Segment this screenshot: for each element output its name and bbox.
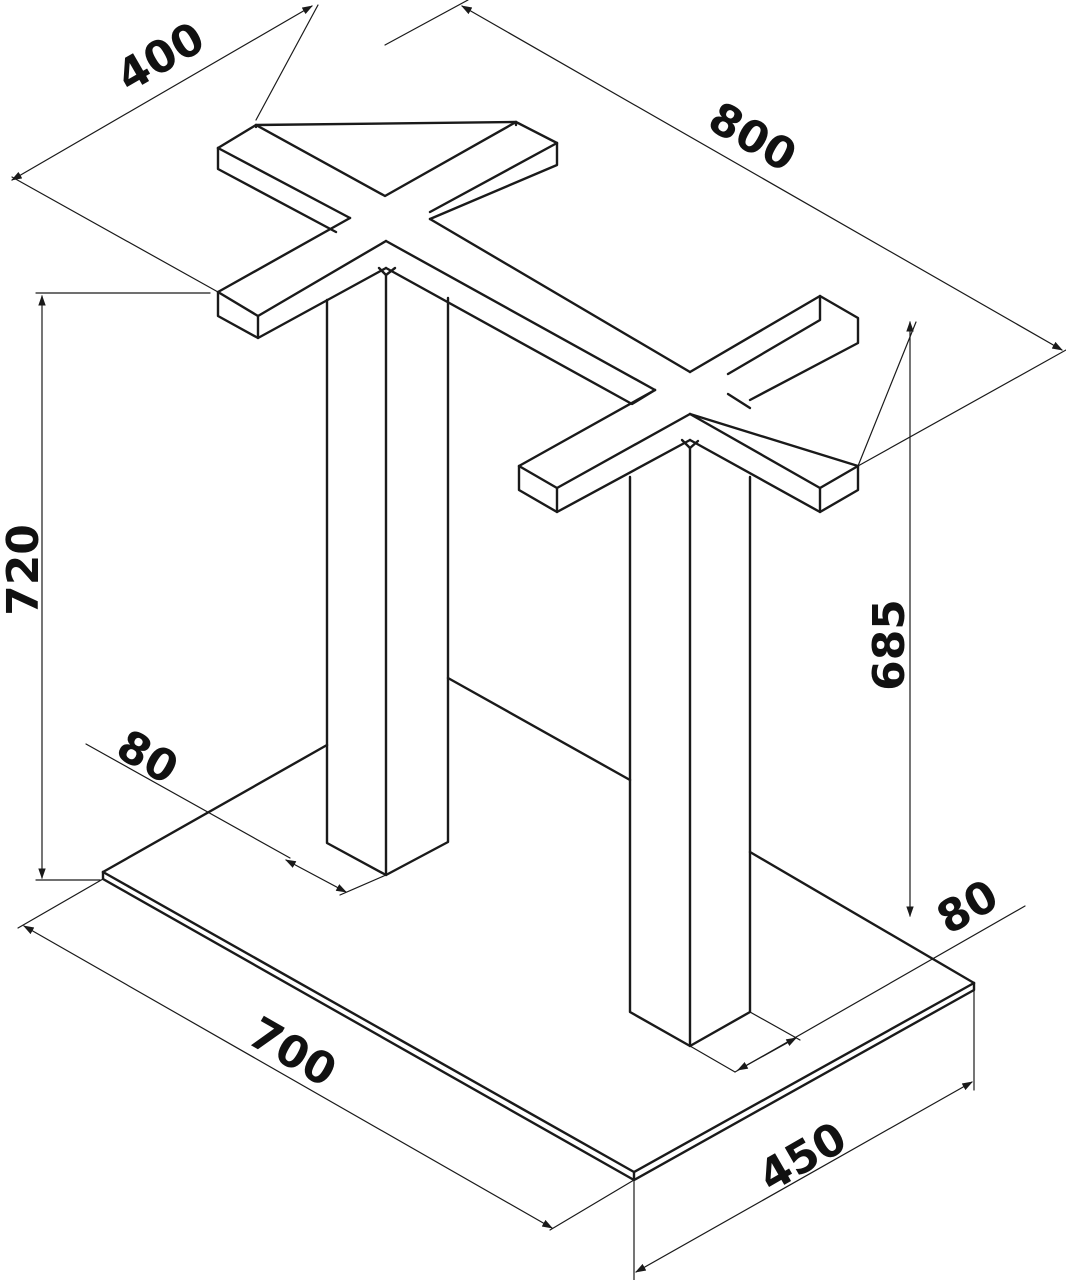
dim-label-400: 400 bbox=[108, 12, 213, 102]
dim-label-450: 450 bbox=[750, 1112, 855, 1202]
dim-label-80-left: 80 bbox=[108, 720, 187, 795]
left-column bbox=[325, 266, 450, 877]
dim-450 bbox=[633, 989, 975, 1280]
dim-80-left bbox=[85, 743, 387, 896]
dim-80-right bbox=[689, 905, 1026, 1073]
dim-720 bbox=[35, 292, 211, 881]
dim-label-720: 720 bbox=[0, 524, 49, 616]
dim-400 bbox=[11, 4, 319, 293]
dim-label-800: 800 bbox=[700, 92, 805, 182]
base-plate bbox=[101, 743, 976, 1182]
right-column bbox=[628, 438, 752, 1048]
top-cross-frame bbox=[216, 120, 860, 514]
dim-700 bbox=[17, 878, 635, 1231]
dim-800 bbox=[384, 0, 1066, 467]
dim-label-700: 700 bbox=[240, 1007, 345, 1097]
dim-label-80-right: 80 bbox=[928, 870, 1007, 945]
dim-685 bbox=[857, 320, 917, 918]
lower-rail-edge bbox=[446, 676, 632, 782]
dim-label-685: 685 bbox=[864, 599, 915, 691]
